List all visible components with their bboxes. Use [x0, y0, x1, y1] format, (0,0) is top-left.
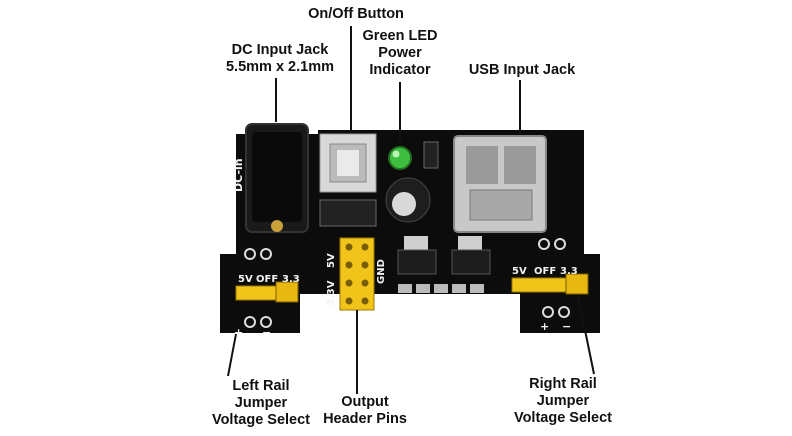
- dc-input-jack: [245, 123, 309, 233]
- left-rail-jumper[interactable]: [235, 281, 299, 303]
- silk-dc-in: DC-in: [232, 158, 245, 192]
- silk-hdr-33v: 3.3V: [326, 280, 337, 306]
- output-header-pins: [339, 237, 375, 311]
- voltage-regulators: [397, 236, 491, 275]
- power-led: [388, 141, 439, 170]
- right-rail-jumper[interactable]: [511, 273, 589, 295]
- left-rail-label: Left Rail Jumper Voltage Select: [211, 378, 311, 428]
- dc-input-jack-label: DC Input Jack 5.5mm x 2.1mm: [225, 42, 334, 75]
- silk-plus-left: +: [234, 326, 243, 339]
- smd-components: [398, 284, 484, 293]
- silk-hdr-gnd: GND: [376, 259, 387, 284]
- silk-right-off: OFF: [534, 266, 556, 277]
- usb-input-jack: [453, 135, 547, 233]
- silk-minus-right: −: [562, 320, 571, 333]
- green-led-label: Green LED Power Indicator: [362, 28, 438, 78]
- silk-left-off: OFF: [256, 274, 278, 285]
- silk-plus-right: +: [540, 320, 549, 333]
- usb-input-jack-label: USB Input Jack: [468, 62, 576, 78]
- silk-hdr-5v: 5V: [326, 253, 337, 268]
- right-rail-pads: [538, 238, 570, 318]
- on-off-button[interactable]: [319, 133, 377, 227]
- silk-right-5v: 5V: [512, 266, 527, 277]
- leader-lines: [227, 26, 595, 394]
- silk-left-33: 3.3: [282, 274, 300, 285]
- left-rail-pads: [244, 248, 272, 328]
- right-rail-label: Right Rail Jumper Voltage Select: [513, 376, 613, 426]
- on-off-button-label: On/Off Button: [308, 6, 404, 22]
- capacitor: [385, 177, 431, 223]
- silk-left-5v: 5V: [238, 274, 253, 285]
- output-header-pins-label: Output Header Pins: [323, 394, 407, 427]
- silk-minus-left: −: [262, 326, 271, 339]
- silk-right-33: 3.3: [560, 266, 578, 277]
